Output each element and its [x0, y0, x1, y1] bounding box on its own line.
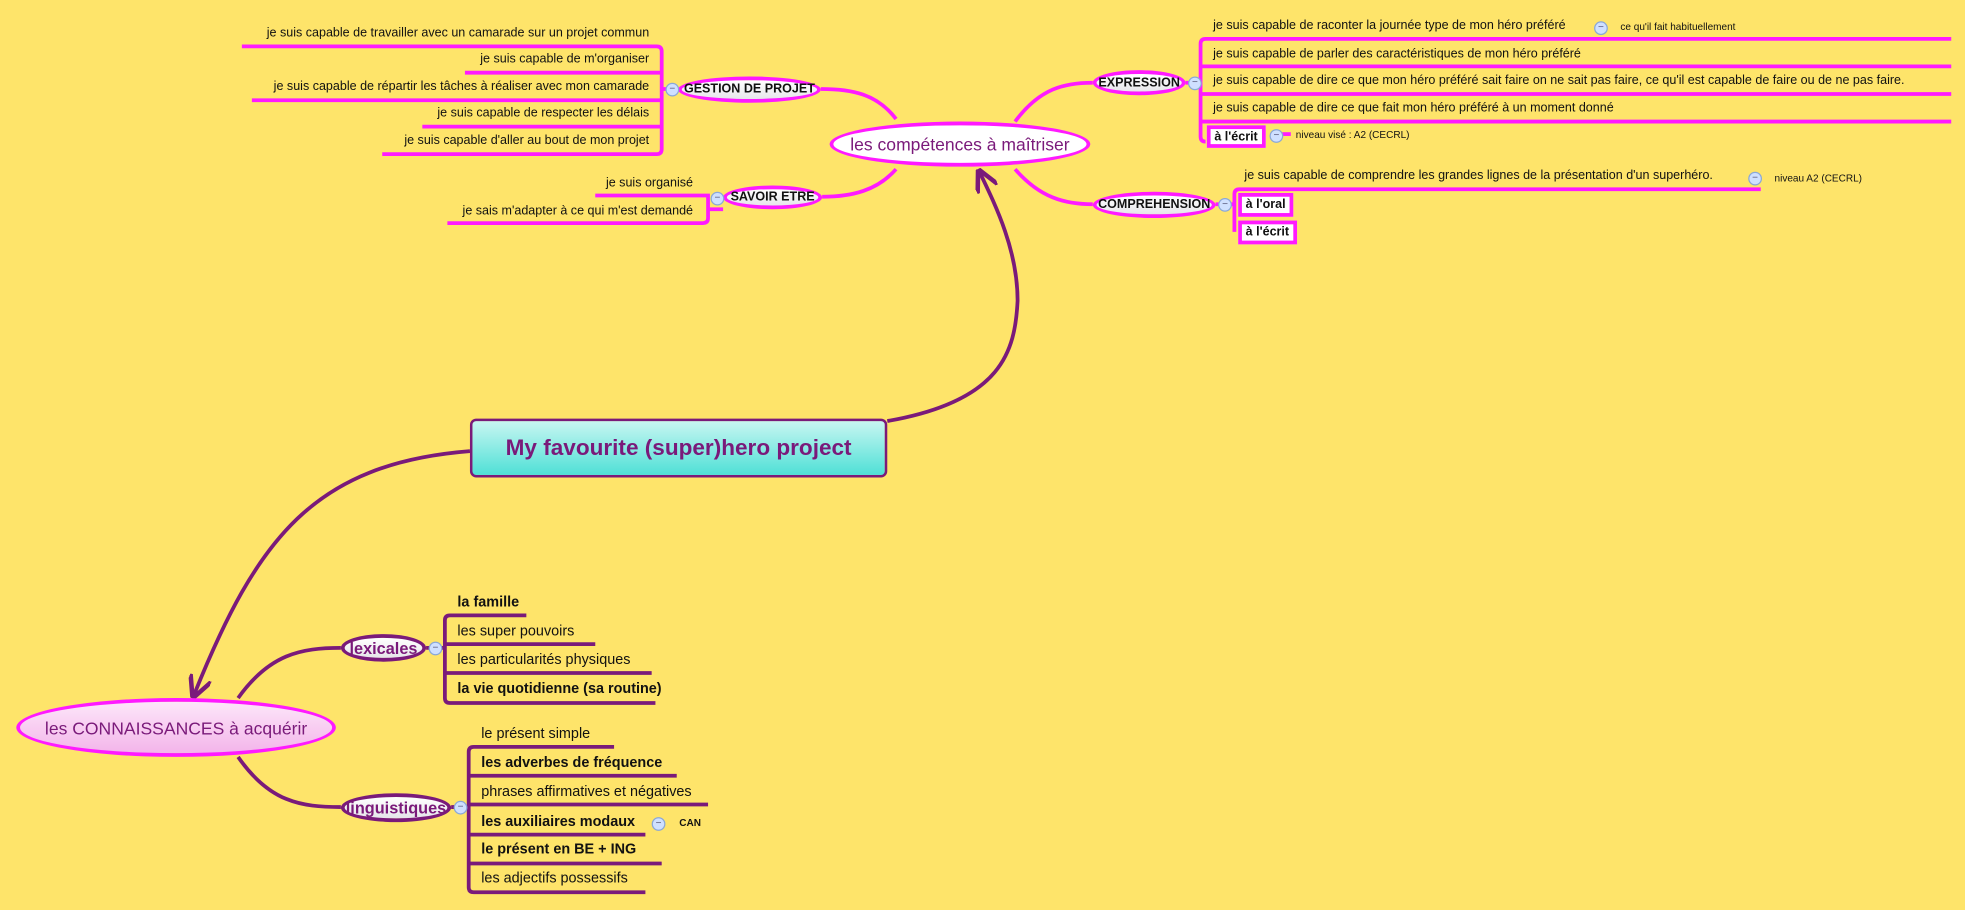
gestion-item[interactable]: je suis capable de m'organiser: [480, 52, 650, 67]
gestion-item[interactable]: je suis capable de répartir les tâches à…: [273, 80, 650, 94]
savoir-etre-node[interactable]: SAVOIR ETRE: [723, 185, 823, 210]
savoir-etre-item[interactable]: je suis organisé: [605, 176, 694, 191]
collapse-icon[interactable]: −: [710, 191, 725, 206]
savoir-bracket: [447, 193, 724, 225]
branch-savoir: [822, 167, 898, 199]
linguistiques-item[interactable]: les adjectifs possessifs: [481, 870, 628, 887]
linguistiques-label: linguistiques: [345, 798, 447, 818]
relation-arrow-connaissances: [194, 449, 471, 694]
lexicales-item[interactable]: la vie quotidienne (sa routine): [457, 681, 662, 697]
linguistiques-node[interactable]: linguistiques: [340, 793, 452, 823]
competences-topic[interactable]: les compétences à maîtriser: [829, 121, 1091, 167]
collapse-icon[interactable]: −: [453, 800, 468, 815]
comprehension-oral-box[interactable]: à l'oral: [1238, 192, 1294, 217]
linguistiques-item[interactable]: les auxiliaires modaux: [481, 814, 636, 830]
linguistiques-item[interactable]: phrases affirmatives et négatives: [481, 784, 692, 800]
expression-item[interactable]: je suis capable de raconter la journée t…: [1213, 18, 1566, 33]
gestion-label: GESTION DE PROJET: [683, 82, 815, 97]
comprehension-item[interactable]: je suis capable de comprendre les grande…: [1244, 169, 1713, 183]
linguistiques-item[interactable]: le présent en BE + ING: [481, 842, 637, 858]
comprehension-ecrit-box[interactable]: à l'écrit: [1238, 220, 1297, 245]
comprehension-label: COMPREHENSION: [1098, 198, 1211, 212]
branch-expression: [1013, 80, 1093, 123]
gestion-de-projet-node[interactable]: GESTION DE PROJET: [677, 76, 821, 103]
savoir-etre-label: SAVOIR ETRE: [730, 190, 815, 205]
lexicales-label: lexicales: [349, 638, 418, 658]
connaissances-label: les CONNAISSANCES à acquérir: [44, 717, 308, 738]
lexicales-item[interactable]: la famille: [457, 595, 520, 611]
lexicales-item[interactable]: les super pouvoirs: [457, 624, 575, 640]
gestion-item[interactable]: je suis capable d'aller au bout de mon p…: [404, 134, 650, 148]
gestion-item[interactable]: je suis capable de respecter les délais: [437, 106, 650, 121]
comprehension-bracket: [1215, 187, 1761, 232]
linguistiques-item[interactable]: le présent simple: [481, 726, 591, 742]
collapse-icon[interactable]: −: [428, 641, 443, 656]
branch-lexicales: [236, 646, 341, 700]
expression-ecrit-note[interactable]: niveau visé : A2 (CECRL): [1295, 129, 1410, 141]
expression-ecrit-box[interactable]: à l'écrit: [1206, 125, 1266, 148]
central-topic-label: My favourite (super)hero project: [505, 434, 852, 460]
expression-item[interactable]: je suis capable de dire ce que fait mon …: [1213, 101, 1614, 116]
expression-label: EXPRESSION: [1098, 75, 1180, 90]
lexicales-node[interactable]: lexicales: [340, 634, 427, 662]
gestion-item[interactable]: je suis capable de travailler avec un ca…: [266, 26, 650, 41]
collapse-icon[interactable]: −: [1218, 198, 1232, 212]
modaux-note[interactable]: CAN: [679, 817, 701, 829]
collapse-icon[interactable]: −: [1594, 21, 1608, 36]
lexicales-item[interactable]: les particularités physiques: [457, 652, 631, 668]
relation-arrow-competences: [886, 173, 1020, 423]
collapse-icon[interactable]: −: [665, 82, 680, 97]
expression-item[interactable]: je suis capable de parler des caractéris…: [1213, 47, 1581, 62]
gestion-bracket: [241, 44, 678, 157]
collapse-icon[interactable]: −: [1269, 129, 1284, 143]
collapse-icon[interactable]: −: [651, 817, 666, 831]
competences-label: les compétences à maîtriser: [850, 134, 1070, 155]
branch-linguistiques: [236, 755, 341, 809]
savoir-etre-item[interactable]: je sais m'adapter à ce qui m'est demandé: [462, 204, 694, 219]
expression-item[interactable]: je suis capable de dire ce que mon héro …: [1213, 73, 1905, 88]
linguistiques-item[interactable]: les adverbes de fréquence: [481, 755, 663, 771]
branch-comprehension: [1013, 167, 1093, 207]
expression-item-note[interactable]: ce qu'il fait habituellement: [1620, 21, 1736, 33]
collapse-icon[interactable]: −: [1188, 76, 1202, 91]
comprehension-node[interactable]: COMPREHENSION: [1092, 191, 1216, 219]
branch-gestion: [820, 87, 898, 121]
central-topic[interactable]: My favourite (super)hero project: [469, 418, 888, 478]
comprehension-item-note[interactable]: niveau A2 (CECRL): [1774, 172, 1863, 185]
collapse-icon[interactable]: −: [1748, 171, 1762, 186]
expression-node[interactable]: EXPRESSION: [1092, 70, 1186, 96]
connaissances-topic[interactable]: les CONNAISSANCES à acquérir: [16, 698, 336, 757]
